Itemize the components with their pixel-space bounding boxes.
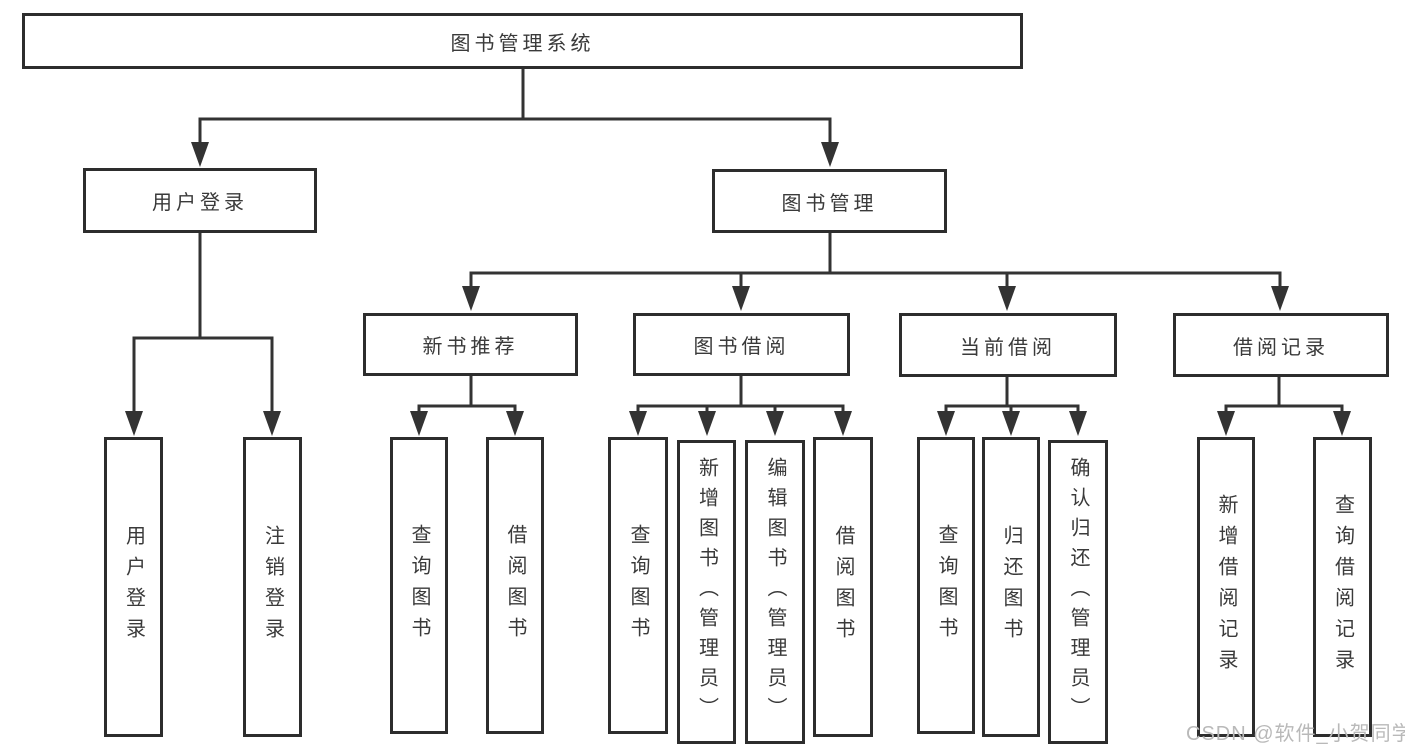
- leaf-newbooks-borrow: 借阅图书: [486, 437, 544, 734]
- node-current-borrowing-label: 当前借阅: [960, 336, 1056, 359]
- leaf-user-login: 用户登录: [104, 437, 163, 737]
- leaf-current-confirm-admin-label: 确认归还（管理员）: [1067, 457, 1089, 727]
- leaf-current-confirm-admin: 确认归还（管理员）: [1048, 440, 1108, 744]
- leaf-logout-label: 注销登录: [261, 525, 284, 649]
- leaf-current-query-label: 查询图书: [935, 523, 957, 648]
- leaf-borrowing-edit-admin-label: 编辑图书（管理员）: [764, 457, 786, 727]
- leaf-records-query-label: 查询借阅记录: [1331, 494, 1354, 680]
- leaf-current-query: 查询图书: [917, 437, 975, 734]
- leaf-current-return: 归还图书: [982, 437, 1040, 737]
- node-user-login: 用户登录: [83, 168, 317, 233]
- leaf-newbooks-borrow-label: 借阅图书: [504, 523, 526, 648]
- leaf-borrowing-add-admin: 新增图书（管理员）: [677, 440, 736, 744]
- leaf-newbooks-query: 查询图书: [390, 437, 448, 734]
- node-book-management: 图书管理: [712, 169, 947, 233]
- watermark: CSDN @软件_小贺同学: [1186, 723, 1405, 745]
- node-user-login-label: 用户登录: [152, 192, 248, 214]
- leaf-borrowing-borrow-label: 借阅图书: [832, 525, 854, 649]
- node-book-management-label: 图书管理: [781, 192, 878, 215]
- node-borrowing-records: 借阅记录: [1173, 313, 1389, 377]
- node-new-books-label: 新书推荐: [422, 336, 519, 358]
- node-root: 图书管理系统: [22, 13, 1023, 69]
- leaf-logout: 注销登录: [243, 437, 302, 737]
- leaf-borrowing-add-admin-label: 新增图书（管理员）: [695, 457, 718, 727]
- leaf-user-login-label: 用户登录: [122, 525, 145, 649]
- node-borrowing-records-label: 借阅记录: [1233, 336, 1329, 359]
- leaf-borrowing-query-label: 查询图书: [627, 523, 649, 648]
- node-book-borrowing-label: 图书借阅: [693, 336, 790, 358]
- node-current-borrowing: 当前借阅: [899, 313, 1117, 377]
- leaf-records-add-label: 新增借阅记录: [1215, 494, 1237, 680]
- leaf-borrowing-borrow: 借阅图书: [813, 437, 873, 737]
- leaf-records-query: 查询借阅记录: [1313, 437, 1372, 737]
- node-book-borrowing: 图书借阅: [633, 313, 850, 376]
- leaf-borrowing-query: 查询图书: [608, 437, 668, 734]
- node-new-books: 新书推荐: [363, 313, 578, 376]
- node-root-label: 图书管理系统: [450, 32, 595, 55]
- leaf-borrowing-edit-admin: 编辑图书（管理员）: [745, 440, 805, 744]
- leaf-newbooks-query-label: 查询图书: [408, 523, 430, 648]
- leaf-records-add: 新增借阅记录: [1197, 437, 1255, 737]
- leaf-current-return-label: 归还图书: [1000, 525, 1022, 649]
